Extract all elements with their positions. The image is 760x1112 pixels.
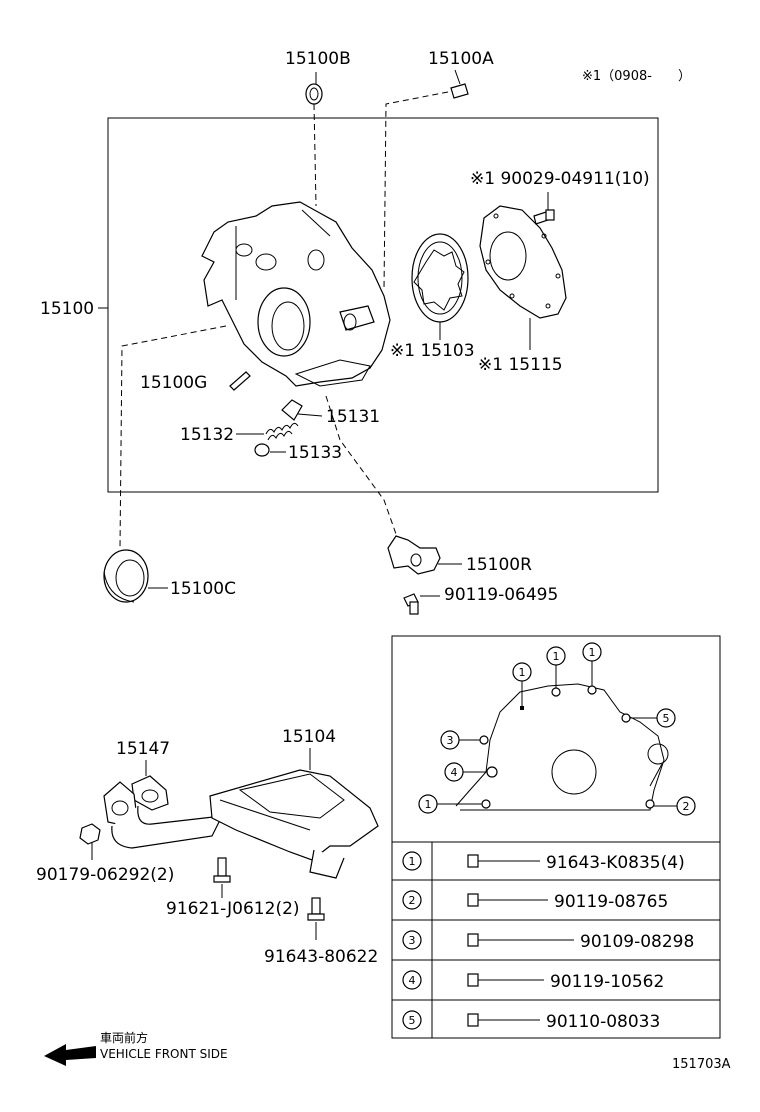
- label-90029-04911: ※1 90029-04911(10): [470, 169, 650, 189]
- bolt-table-row-3: 3 90109-08298: [402, 930, 694, 952]
- note-label: ※1（0908- ）: [582, 69, 691, 84]
- cover-plate-15115: [479, 205, 567, 319]
- stud-15100G: [229, 371, 251, 391]
- svg-text:1: 1: [425, 798, 432, 811]
- screw-90029: [533, 209, 555, 225]
- label-15100A: 15100A: [428, 49, 494, 69]
- label-90179-06292: 90179-06292(2): [36, 865, 174, 885]
- leader-15100R: [325, 395, 397, 535]
- label-15104: 15104: [282, 727, 336, 747]
- bolt-table-row-2: 2 90119-08765: [402, 890, 668, 912]
- svg-text:4: 4: [451, 766, 458, 779]
- spring-15132: [265, 422, 299, 441]
- bolt-detail-frame: [391, 635, 721, 1039]
- svg-text:4: 4: [409, 974, 416, 987]
- pin-15100A: [450, 69, 469, 99]
- svg-text:90109-08298: 90109-08298: [580, 932, 694, 952]
- o-ring-15100B: [305, 72, 323, 105]
- label-15100B: 15100B: [285, 49, 351, 69]
- svg-text:1: 1: [519, 666, 526, 679]
- svg-text:2: 2: [409, 894, 416, 907]
- direction-jp: 車両前方: [100, 1030, 148, 1045]
- bolt-90119-06495: [403, 593, 419, 615]
- svg-text:1: 1: [409, 855, 416, 868]
- leader-15100C: [119, 325, 227, 549]
- svg-text:91643-K0835(4): 91643-K0835(4): [546, 853, 685, 873]
- svg-text:90119-10562: 90119-10562: [550, 972, 664, 992]
- callout-1b: 1: [546, 646, 566, 688]
- label-15133: 15133: [288, 443, 342, 463]
- bolt-table-row-5: 5 90110-08033: [402, 1010, 660, 1032]
- oil-pump-housing: [201, 201, 391, 387]
- svg-text:90110-08033: 90110-08033: [546, 1012, 660, 1032]
- leader-15100B: [313, 103, 317, 207]
- svg-text:3: 3: [409, 934, 416, 947]
- bolt-91621: [213, 857, 231, 883]
- label-91621-J0612: 91621-J0612(2): [166, 899, 300, 919]
- label-15100R: 15100R: [466, 555, 532, 575]
- label-15100: 15100: [40, 299, 94, 319]
- svg-text:1: 1: [553, 650, 560, 663]
- label-15100G: 15100G: [140, 373, 207, 393]
- nut-90179: [79, 823, 101, 845]
- label-15132: 15132: [180, 425, 234, 445]
- callout-5: 5: [630, 708, 676, 728]
- assembly-frame: [107, 117, 659, 493]
- label-15131: 15131: [326, 407, 380, 427]
- svg-text:90119-08765: 90119-08765: [554, 892, 668, 912]
- housing-bolt-diagram: [455, 683, 669, 811]
- leader-15100A: [383, 91, 449, 291]
- callout-2: 2: [654, 796, 696, 816]
- direction-en: VEHICLE FRONT SIDE: [100, 1047, 228, 1061]
- bolt-91643: [307, 897, 325, 921]
- callout-3: 3: [440, 730, 480, 750]
- sensor-15100R: [387, 535, 441, 575]
- callout-4: 4: [444, 762, 487, 782]
- strainer-15104: [103, 769, 379, 879]
- label-90119-06495: 90119-06495: [444, 585, 558, 605]
- svg-text:3: 3: [447, 734, 454, 747]
- bolt-table-row-4: 4 90119-10562: [402, 970, 664, 992]
- callout-1c: 1: [582, 642, 602, 686]
- rotor-15103: [411, 233, 469, 323]
- label-15147: 15147: [116, 739, 170, 759]
- front-arrow-icon: [44, 1044, 96, 1066]
- gasket-15147: [131, 775, 169, 811]
- oil-seal-15100C: [103, 549, 149, 603]
- label-91643-80622: 91643-80622: [264, 947, 378, 967]
- label-15115: ※1 15115: [478, 355, 563, 375]
- bolt-table-row-1: 1 91643-K0835(4): [402, 851, 685, 873]
- callout-1a: 1: [512, 662, 532, 706]
- label-15100C: 15100C: [170, 579, 236, 599]
- callout-1d: 1: [418, 794, 482, 814]
- svg-text:5: 5: [663, 712, 670, 725]
- svg-text:1: 1: [589, 646, 596, 659]
- svg-text:2: 2: [683, 800, 690, 813]
- label-15103: ※1 15103: [390, 341, 475, 361]
- svg-text:5: 5: [409, 1014, 416, 1027]
- valve-15131: [281, 399, 303, 421]
- plug-15133: [254, 443, 270, 457]
- diagram-code: 151703A: [672, 1057, 731, 1072]
